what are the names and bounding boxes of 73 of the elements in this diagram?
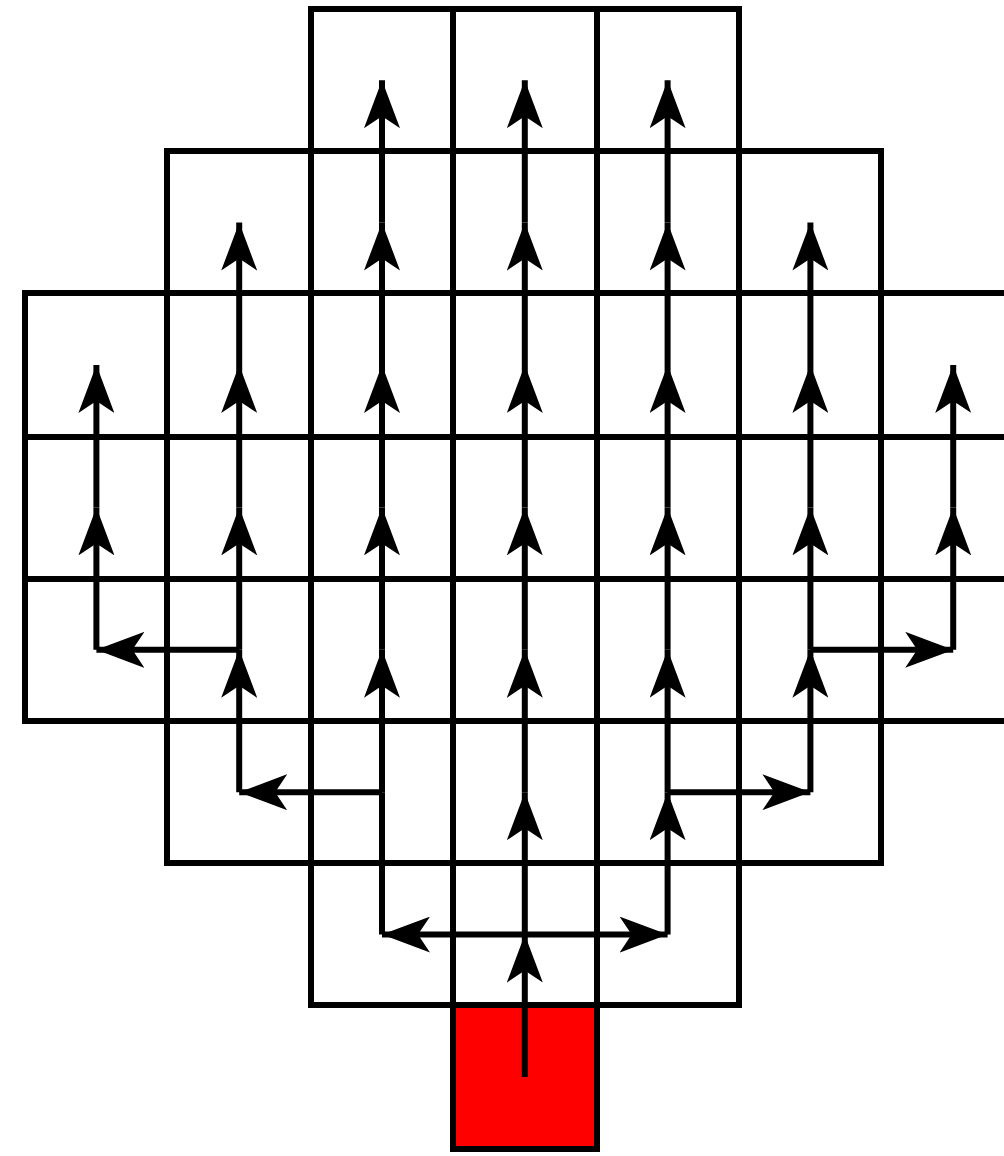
arrow <box>221 222 258 365</box>
arrow <box>792 222 829 365</box>
arrow <box>649 80 686 223</box>
grid-cell <box>454 152 598 294</box>
arrow <box>221 507 258 650</box>
grid-cell <box>740 148 884 294</box>
grid-cell <box>598 294 740 438</box>
grid-cell <box>22 438 168 580</box>
grid-cell <box>882 290 1004 438</box>
grid-cell <box>312 722 454 864</box>
arrow <box>810 631 954 668</box>
arrow <box>792 649 829 793</box>
grid-cell <box>168 294 312 438</box>
arrow <box>506 934 543 1077</box>
grid-cell <box>882 580 1004 724</box>
grid-cell <box>308 864 454 1008</box>
grid-cell <box>598 6 742 152</box>
arrow <box>506 507 543 650</box>
arrow <box>506 365 543 508</box>
arrow <box>221 365 258 508</box>
arrow <box>649 792 686 935</box>
arrow <box>364 649 400 793</box>
arrow <box>364 222 400 365</box>
grid-cell <box>454 294 598 438</box>
arrow <box>506 222 543 365</box>
arrow <box>506 792 543 935</box>
arrow <box>667 774 811 811</box>
grid-cell <box>308 6 454 152</box>
arrow <box>649 649 686 793</box>
grid-cell <box>454 580 598 722</box>
grid-cell <box>882 438 1004 580</box>
grid-cell <box>598 580 740 722</box>
arrow <box>935 507 972 650</box>
start-cell <box>450 1006 600 1152</box>
grid-cell <box>22 290 168 438</box>
arrow <box>649 507 686 650</box>
arrow <box>792 365 829 508</box>
arrow <box>935 365 972 508</box>
grid-cell <box>312 438 454 580</box>
arrow <box>382 916 525 953</box>
grid-cell <box>168 438 312 580</box>
arrow <box>96 631 240 668</box>
grid-cell <box>598 438 740 580</box>
grid-cell <box>312 580 454 722</box>
grid-cell <box>598 722 740 864</box>
grid-cell <box>22 580 168 724</box>
arrow <box>649 222 686 365</box>
grid-cell <box>312 152 454 294</box>
arrow <box>792 507 829 650</box>
arrow <box>78 507 115 650</box>
arrow <box>364 365 400 508</box>
arrow <box>221 649 258 793</box>
grid-cell <box>164 722 312 866</box>
arrow <box>649 365 686 508</box>
grid-cell <box>312 294 454 438</box>
arrow <box>506 80 543 223</box>
grid-cell <box>454 6 598 152</box>
arrow <box>364 80 400 223</box>
arrow <box>239 774 382 811</box>
grid-cell <box>168 580 312 722</box>
grid-cell <box>454 438 598 580</box>
arrow <box>524 916 668 953</box>
grid-cell <box>740 580 882 722</box>
grid-cell <box>598 864 742 1008</box>
grid-cell <box>740 294 882 438</box>
grid-cell <box>454 722 598 864</box>
arrow <box>78 365 115 508</box>
arrow <box>506 649 543 793</box>
grid-cell <box>740 438 882 580</box>
grid-cell <box>164 148 312 294</box>
grid-cell <box>740 722 884 866</box>
grid-cell <box>598 152 740 294</box>
arrow <box>364 507 400 650</box>
